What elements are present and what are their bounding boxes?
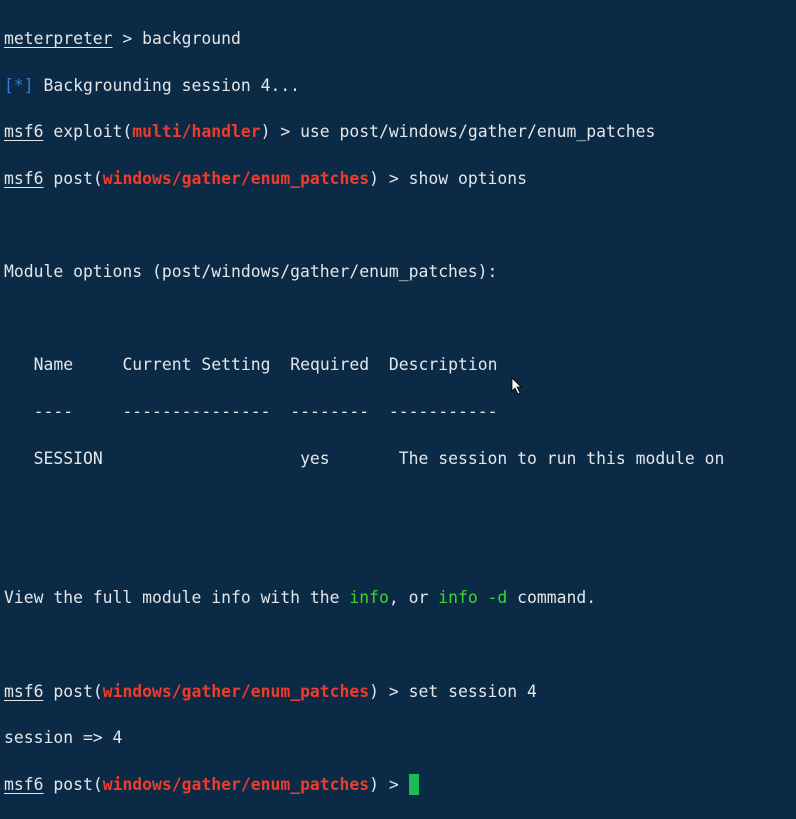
- header-required: Required: [290, 355, 370, 375]
- line: msf6 post(windows/gather/enum_patches) >…: [4, 167, 724, 190]
- table-row: SESSION yes The session to run this modu…: [4, 447, 725, 470]
- header-name: Name: [33, 355, 74, 375]
- line: [*] Backgrounding session 4...: [4, 74, 724, 97]
- text: , or: [388, 588, 439, 608]
- header-description: Description: [388, 355, 498, 375]
- cell-description: The session to run this module on: [398, 448, 725, 468]
- cell-name: SESSION: [33, 448, 103, 468]
- prompt: msf6: [4, 774, 44, 794]
- command: ) > show options: [369, 169, 528, 189]
- line: msf6 post(windows/gather/enum_patches) >…: [4, 680, 724, 703]
- prompt: msf6: [4, 681, 44, 701]
- cell-required: yes: [300, 448, 330, 468]
- mouse-pointer-icon: [511, 377, 522, 395]
- command: ) > use post/windows/gather/enum_patches: [260, 122, 656, 142]
- text-cursor: [408, 773, 419, 795]
- status-text: Backgrounding session 4...: [33, 75, 301, 95]
- header-current-setting: Current Setting: [122, 355, 271, 375]
- text: post(: [43, 774, 103, 794]
- module-name: windows/gather/enum_patches: [102, 774, 370, 794]
- info-d-command: info -d: [438, 588, 508, 608]
- text: exploit(: [43, 122, 133, 142]
- line: meterpreter > background: [4, 27, 724, 50]
- prompt: msf6: [4, 122, 44, 142]
- module-name: windows/gather/enum_patches: [102, 169, 370, 189]
- module-name: windows/gather/enum_patches: [102, 681, 370, 701]
- text: post(: [43, 169, 103, 189]
- line: View the full module info with the info,…: [4, 586, 724, 609]
- command: > background: [112, 29, 241, 49]
- line: msf6 exploit(multi/handler) > use post/w…: [4, 120, 724, 143]
- table-header: Name Current Setting Required Descriptio…: [4, 353, 724, 376]
- prompt: meterpreter: [4, 29, 113, 49]
- text: post(: [43, 681, 103, 701]
- module-name: multi/handler: [132, 122, 261, 142]
- line: session => 4: [4, 728, 123, 748]
- text: command.: [507, 588, 597, 608]
- prompt: msf6: [4, 169, 44, 189]
- input-line[interactable]: msf6 post(windows/gather/enum_patches) >: [4, 773, 724, 796]
- info-tag: [*]: [4, 75, 34, 95]
- info-command: info: [349, 588, 389, 608]
- command: ) > set session 4: [369, 681, 537, 701]
- module-options-heading: Module options (post/windows/gather/enum…: [4, 262, 498, 282]
- text: ) >: [369, 774, 409, 794]
- text: View the full module info with the: [4, 588, 350, 608]
